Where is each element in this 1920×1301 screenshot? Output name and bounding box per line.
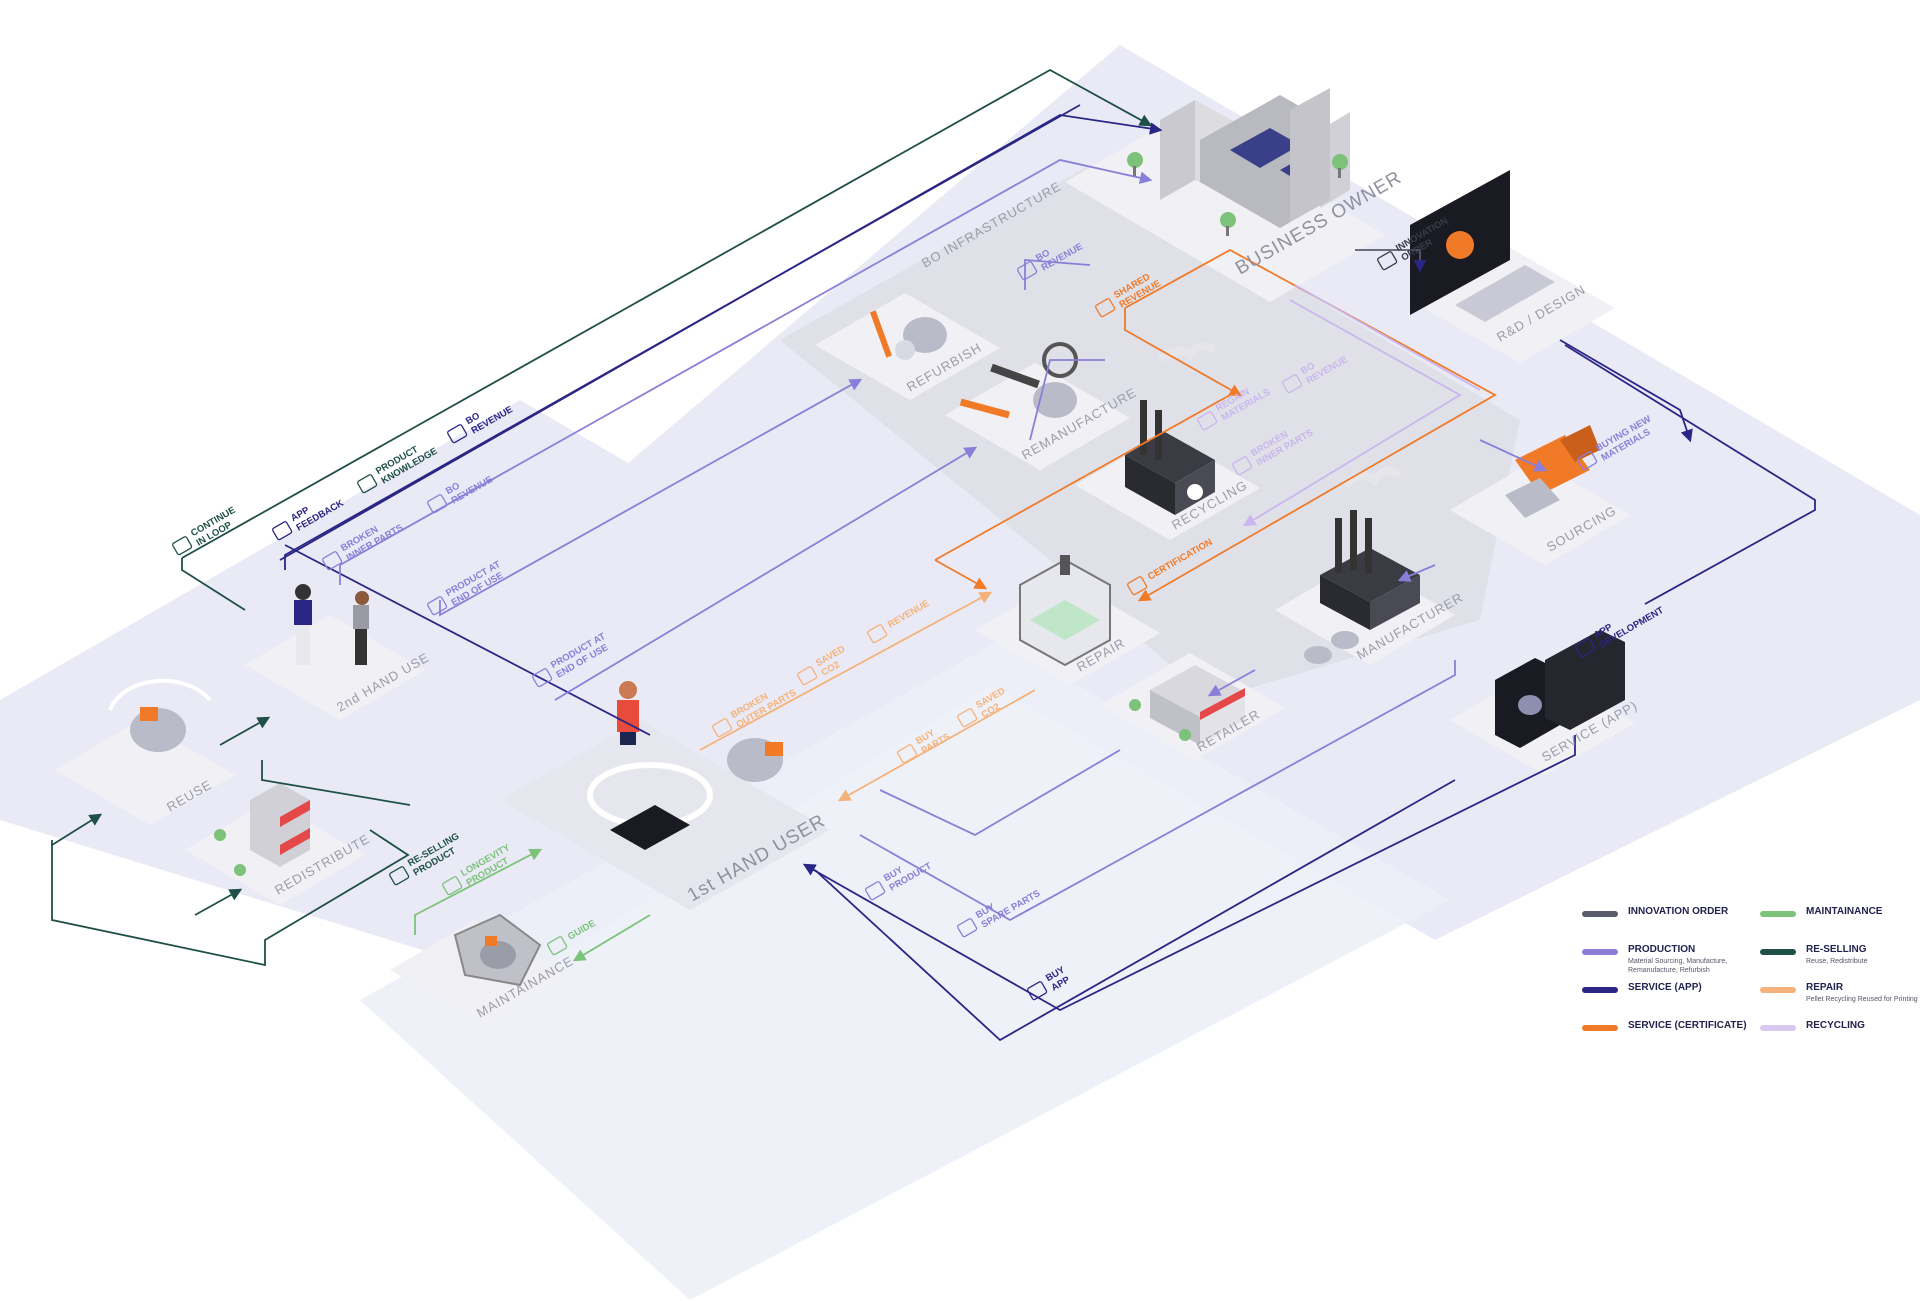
flow-icon	[172, 536, 193, 556]
flow-icon	[1232, 456, 1253, 476]
legend-title: SERVICE (APP)	[1628, 982, 1702, 993]
flow-icon	[1095, 298, 1116, 318]
tile-reuse	[55, 720, 235, 825]
flow-innovation	[1355, 249, 1427, 273]
flow-icon	[897, 744, 918, 764]
flow-icon	[957, 918, 978, 938]
flow-icon	[1197, 411, 1218, 431]
flow-icon	[447, 424, 468, 444]
tile-sourcing	[1450, 460, 1630, 565]
flow-icon	[357, 474, 378, 494]
legend-swatch	[1582, 987, 1618, 993]
legend-title: INNOVATION ORDER	[1628, 906, 1729, 917]
flow-icon	[797, 666, 818, 686]
repair-3d-printer-icon	[1019, 555, 1111, 667]
legend-title: RECYCLING	[1806, 1020, 1865, 1031]
legend: INNOVATION ORDER MAINTAINANCE PRODUCTION…	[1582, 906, 1918, 1036]
legend-subtitle: Material Sourcing, Manufacture, Remanufa…	[1628, 958, 1728, 974]
flow-icon	[957, 708, 978, 728]
flow-icon	[1575, 638, 1596, 658]
second-hand-users-icon	[294, 584, 369, 665]
sourcing-truck-icon	[1505, 425, 1600, 518]
flow-icon	[442, 876, 463, 896]
flow-icon	[1377, 251, 1398, 271]
legend-swatch	[1760, 987, 1796, 993]
legend-swatch	[1582, 911, 1618, 917]
flow-icon	[427, 596, 448, 616]
legend-swatch	[1582, 949, 1618, 955]
reuse-product-icon	[108, 678, 212, 752]
flow-production	[339, 159, 1548, 922]
tile-second-hand-use	[245, 615, 425, 720]
redistribute-store-icon	[214, 783, 310, 876]
flow-icon	[1127, 576, 1148, 596]
service-app-phone-icon	[1495, 630, 1625, 748]
manufacturer-factory-icon	[1304, 467, 1420, 664]
flow-reselling	[51, 68, 1153, 967]
flow-icon	[1017, 261, 1038, 281]
first-hand-user-icon	[587, 681, 783, 850]
platform-lower	[360, 640, 1450, 1300]
legend-swatch	[1760, 949, 1796, 955]
flow-icon	[547, 936, 568, 956]
flow-icon	[322, 551, 343, 571]
legend-swatch	[1760, 1025, 1796, 1031]
flow-icon	[1282, 374, 1303, 394]
flow-icon	[712, 718, 733, 738]
legend-title: SERVICE (CERTIFICATE)	[1628, 1020, 1747, 1031]
legend-subtitle: Reuse, Redistribute	[1806, 958, 1868, 965]
tile-remanufacture	[945, 363, 1130, 470]
flow-icon	[532, 668, 553, 688]
tile-business-owner	[1065, 115, 1385, 302]
remanufacture-tool-icon	[959, 342, 1078, 419]
rd-design-screen-icon	[1410, 170, 1555, 322]
flow-service-app	[279, 104, 1816, 1042]
flow-icon	[865, 881, 886, 901]
retailer-store-icon	[1129, 665, 1245, 745]
flow-icon	[427, 494, 448, 514]
refurbish-tool-icon	[869, 310, 947, 360]
business-owner-building-icon	[1127, 88, 1350, 236]
illustrations	[108, 88, 1625, 987]
flow-icon	[389, 866, 410, 886]
flow-icon	[272, 521, 293, 541]
flow-lines	[51, 68, 1816, 1042]
flow-maintainance	[414, 848, 651, 962]
flow-icon	[1027, 981, 1048, 1001]
legend-swatch	[1582, 1025, 1618, 1031]
legend-title: MAINTAINANCE	[1806, 906, 1883, 917]
legend-title: PRODUCTION	[1628, 944, 1696, 955]
legend-swatch	[1760, 911, 1796, 917]
legend-title: RE-SELLING	[1806, 944, 1867, 955]
flow-repair	[699, 591, 1036, 802]
flow-icon	[1577, 451, 1598, 471]
legend-subtitle: Pellet Recycling Reused for Printing	[1806, 996, 1918, 1003]
legend-title: REPAIR	[1806, 982, 1844, 993]
maintainance-case-icon	[453, 913, 542, 987]
flow-recycling	[1242, 284, 1481, 527]
flow-icon	[867, 624, 888, 644]
